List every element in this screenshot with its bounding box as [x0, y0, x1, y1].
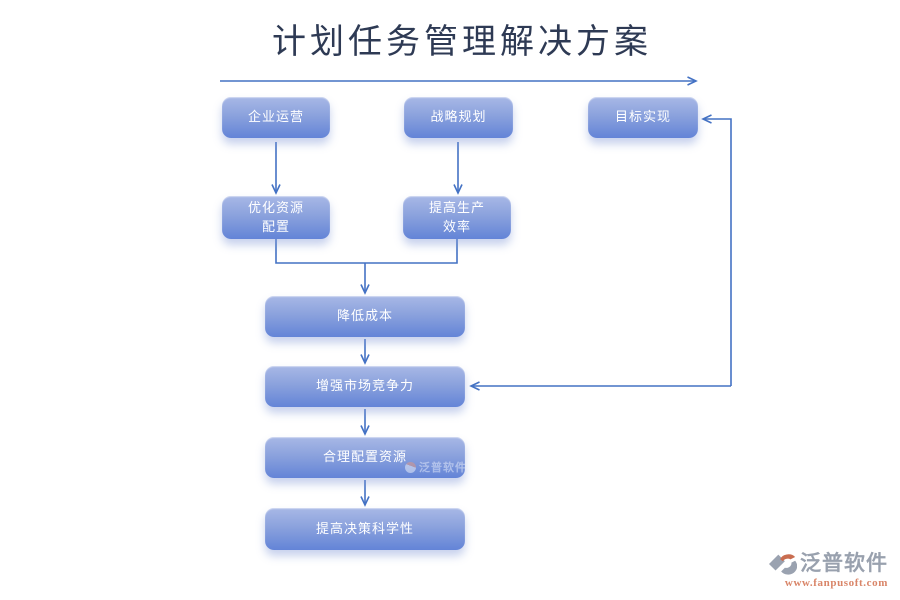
- node-label: 提高生产 效率: [428, 199, 485, 234]
- watermark-fanpu: 泛普软件: [405, 459, 467, 475]
- node-label: 目标实现: [614, 109, 671, 125]
- brand-name: 泛普软件: [800, 552, 888, 576]
- node-label: 优化资源 配置: [247, 199, 304, 234]
- fanpu-logo-icon: [769, 554, 797, 575]
- node-goal-achievement: 目标实现: [588, 97, 698, 138]
- node-label: 企业运营: [247, 109, 304, 125]
- fanpu-logo-row: 泛普软件: [769, 551, 888, 577]
- connector-feedback-to-goal: [701, 114, 732, 386]
- node-label: 合理配置资源: [322, 449, 407, 465]
- node-label: 增强市场竞争力: [315, 378, 414, 394]
- node-enterprise-operations: 企业运营: [222, 97, 330, 138]
- node-rational-resource-allocation: 合理配置资源: [265, 437, 465, 478]
- fanpu-logo: 泛普软件 www.fanpusoft.com: [769, 551, 888, 590]
- node-improve-production-efficiency: 提高生产 效率: [403, 196, 511, 239]
- node-label: 降低成本: [336, 308, 393, 324]
- diagram-title: 计划任务管理解决方案: [272, 24, 652, 61]
- node-enhance-market-competitiveness: 增强市场竞争力: [265, 366, 465, 407]
- node-label: 战略规划: [430, 109, 487, 125]
- node-reduce-cost: 降低成本: [265, 296, 465, 337]
- watermark-text: 泛普软件: [419, 462, 467, 474]
- fanpu-watermark-icon: [405, 461, 416, 473]
- node-improve-decision-science: 提高决策科学性: [265, 508, 465, 550]
- connector-merge-elbow: [275, 239, 458, 264]
- brand-website: www.fanpusoft.com: [784, 576, 888, 589]
- node-label: 提高决策科学性: [315, 520, 414, 536]
- node-optimize-resource-allocation: 优化资源 配置: [222, 196, 330, 239]
- node-strategic-planning: 战略规划: [404, 97, 513, 138]
